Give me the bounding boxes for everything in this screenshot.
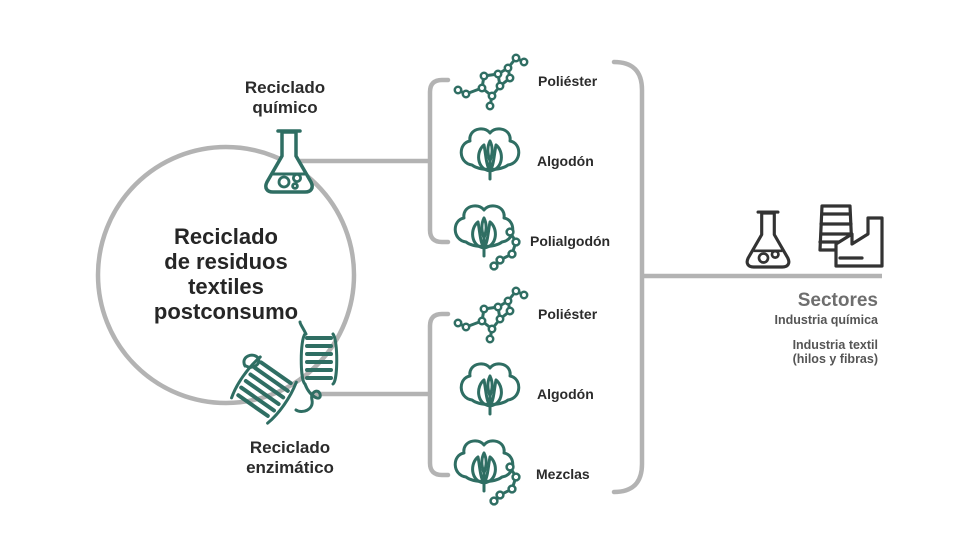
material-label: Mezclas bbox=[536, 466, 590, 482]
cotton-molecule-icon bbox=[455, 441, 519, 505]
chemical-bracket bbox=[427, 77, 451, 245]
enzymatic-label-line2: enzimático bbox=[246, 458, 334, 477]
molecule-icon bbox=[453, 53, 529, 111]
enzymatic-recycling-label: Reciclado enzimático bbox=[230, 438, 350, 478]
sector-textile-industry: Industria textil (hilos y fibras) bbox=[793, 338, 878, 366]
thread-spool-icon bbox=[230, 320, 339, 425]
molecule-icon bbox=[453, 286, 529, 344]
center-line1: Reciclado bbox=[174, 224, 278, 249]
material-label: Algodón bbox=[537, 386, 594, 402]
textile-factory-icon bbox=[818, 204, 884, 268]
material-label: Polialgodón bbox=[530, 233, 611, 249]
flask-icon bbox=[264, 129, 314, 194]
cotton-molecule-icon bbox=[455, 206, 519, 270]
material-label: Poliéster bbox=[538, 306, 598, 322]
cotton-icon bbox=[459, 362, 521, 416]
center-circle bbox=[95, 144, 357, 406]
center-title: Reciclado de residuos textiles postconsu… bbox=[126, 224, 326, 324]
enzymatic-bracket bbox=[427, 311, 451, 478]
chemical-recycling-label: Reciclado químico bbox=[230, 78, 340, 118]
flask-icon bbox=[745, 210, 791, 269]
sectors-bracket bbox=[611, 59, 645, 495]
center-line4: postconsumo bbox=[153, 299, 299, 324]
material-label: Algodón bbox=[537, 153, 594, 169]
chemical-label-line1: Reciclado bbox=[244, 78, 326, 97]
sectors-title: Sectores bbox=[797, 290, 878, 311]
cotton-icon bbox=[459, 127, 521, 181]
enzymatic-label-line1: Reciclado bbox=[249, 438, 331, 457]
center-line3: textiles bbox=[188, 274, 264, 299]
sector-textile-line1: Industria textil bbox=[792, 338, 878, 352]
chemical-label-line2: químico bbox=[252, 98, 318, 117]
center-line2: de residuos bbox=[164, 249, 288, 274]
sector-textile-line2: (hilos y fibras) bbox=[792, 352, 878, 366]
material-label: Poliéster bbox=[538, 73, 598, 89]
sector-chemical-industry: Industria química bbox=[774, 313, 879, 327]
